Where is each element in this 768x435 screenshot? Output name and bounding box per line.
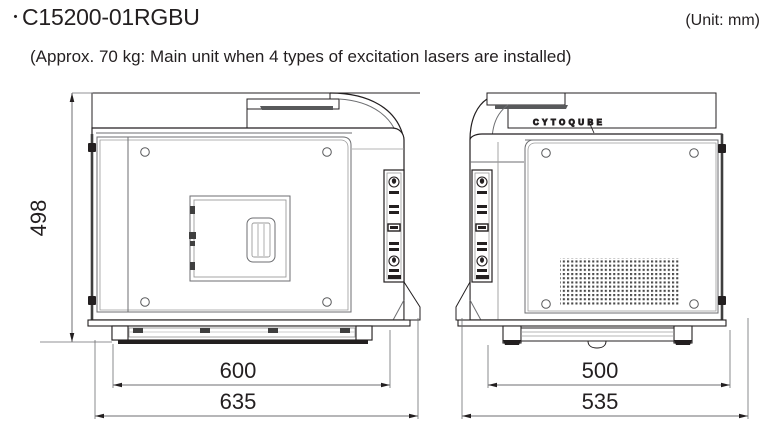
status-bar-7: [476, 275, 489, 279]
left-corner-screws: [140, 147, 332, 307]
sample-icon: [476, 255, 488, 267]
dimension-label-500: 500: [582, 358, 619, 383]
status-bar-4: [477, 242, 487, 245]
status-bar-2: [477, 205, 487, 208]
brand-pointer-line: [588, 121, 595, 134]
right-corner-screws: [541, 148, 699, 309]
header-bullet: ・: [8, 9, 24, 26]
right-control-panel-indicators: [475, 176, 489, 279]
right-top-lid: [469, 92, 717, 143]
right-edge-hinges: [718, 144, 726, 305]
status-bar-7: [388, 275, 401, 279]
dimension-width-600: 600: [112, 330, 391, 388]
display-icon: [475, 223, 489, 232]
left-control-panel: [383, 169, 405, 283]
dimension-width-635: 635: [94, 318, 419, 419]
brand-label-cytoqube: CYTOQUBE: [533, 118, 605, 127]
power-icon: [388, 176, 400, 188]
dimension-width-500: 500: [487, 330, 731, 388]
status-bar-5: [477, 248, 487, 251]
left-sample-door: [189, 195, 291, 282]
right-control-panel: [471, 169, 493, 283]
page-title-model-number: C15200-01RGBU: [22, 4, 200, 30]
sample-icon: [388, 255, 400, 267]
left-base-assembly: [87, 319, 411, 344]
status-bar-3: [477, 211, 487, 214]
dimension-label-635: 635: [220, 389, 257, 414]
dimension-label-600: 600: [220, 358, 257, 383]
status-bar-2: [389, 205, 399, 208]
status-bar-4: [389, 242, 399, 245]
right-unit-front-view: CYTOQUBE: [455, 92, 727, 349]
weight-note-label: (Approx. 70 kg: Main unit when 4 types o…: [30, 47, 572, 66]
right-base-assembly: [457, 319, 727, 349]
left-side-skirt: [391, 280, 421, 323]
right-foot: [355, 325, 373, 341]
dimension-height-498: 498: [26, 92, 112, 343]
right-side-skirt: [455, 280, 483, 323]
status-bar-1: [389, 191, 399, 194]
unit-note-label: (Unit: mm): [685, 12, 760, 29]
left-foot: [111, 325, 129, 341]
right-vent-grid: [560, 258, 680, 306]
rail-brackets: [133, 328, 350, 333]
door-latch-marks: [189, 206, 196, 270]
status-bar-6: [389, 269, 399, 272]
dimension-width-535: 535: [461, 318, 749, 419]
power-icon: [476, 176, 488, 188]
left-edge-hinges: [88, 143, 96, 305]
status-bar-3: [389, 211, 399, 214]
left-unit-side-view: [87, 92, 421, 344]
status-bar-5: [389, 248, 399, 251]
display-icon: [387, 223, 401, 232]
left-top-lid: [91, 92, 420, 143]
dimension-label-535: 535: [582, 389, 619, 414]
status-bar-1: [477, 191, 487, 194]
right-view-foot-center: [587, 340, 607, 349]
control-panel-indicators: [387, 176, 401, 279]
dimension-label-498: 498: [26, 200, 51, 237]
status-bar-6: [477, 269, 487, 272]
